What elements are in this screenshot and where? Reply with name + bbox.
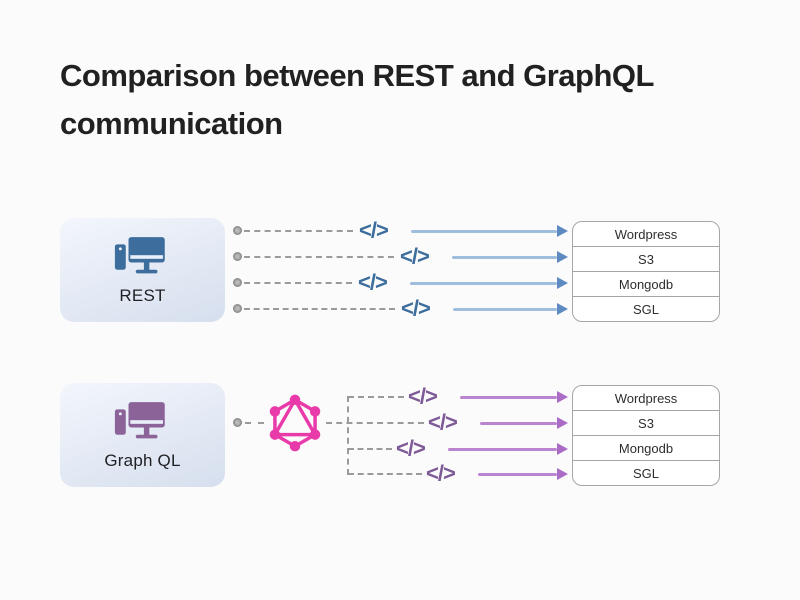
code-icon: </> (426, 460, 456, 486)
rest-label: REST (119, 285, 166, 305)
request-dashed-line (348, 396, 404, 398)
request-arrow (478, 468, 568, 480)
server-row: Mongodb (573, 435, 719, 460)
endpoint-dot (233, 278, 242, 287)
rest-client-box: REST (60, 218, 225, 322)
server-row: SGL (573, 296, 719, 321)
server-row: SGL (573, 460, 719, 485)
desktop-computer-icon (114, 236, 165, 273)
page-title: Comparison between REST and GraphQL comm… (60, 58, 654, 141)
endpoint-dot (233, 226, 242, 235)
request-arrow (448, 443, 568, 455)
graphql-label: Graph QL (104, 450, 181, 470)
endpoint-dot (233, 304, 242, 313)
request-arrow (460, 391, 568, 403)
request-arrow (452, 251, 568, 263)
server-row: S3 (573, 410, 719, 435)
request-arrow (480, 417, 568, 429)
code-icon: </> (358, 269, 388, 295)
request-dashed-line (348, 473, 422, 475)
request-arrow (411, 225, 568, 237)
code-icon: </> (401, 295, 431, 321)
server-row: S3 (573, 246, 719, 271)
graphql-server-table: Wordpress S3 Mongodb SGL (572, 385, 720, 486)
request-dashed-line (348, 448, 392, 450)
code-icon: </> (396, 435, 426, 461)
desktop-computer-icon (114, 401, 165, 438)
code-icon: </> (400, 243, 430, 269)
request-dashed-line (244, 282, 352, 284)
request-dashed-line (244, 256, 394, 258)
graphql-logo-icon (266, 394, 324, 452)
request-dashed-line (326, 422, 424, 424)
request-dashed-line (245, 422, 264, 424)
server-row: Wordpress (614, 226, 678, 242)
request-dashed-line (244, 308, 395, 310)
request-arrow (410, 277, 568, 289)
server-row: Wordpress (614, 390, 678, 406)
splitter-dashed-line (347, 396, 349, 475)
code-icon: </> (408, 383, 438, 409)
code-icon: </> (359, 217, 389, 243)
endpoint-dot (233, 418, 242, 427)
graphql-client-box: Graph QL (60, 383, 225, 487)
request-dashed-line (244, 230, 353, 232)
server-row: Mongodb (573, 271, 719, 296)
request-arrow (453, 303, 568, 315)
endpoint-dot (233, 252, 242, 261)
code-icon: </> (428, 409, 458, 435)
rest-server-table: Wordpress S3 Mongodb SGL (572, 221, 720, 322)
